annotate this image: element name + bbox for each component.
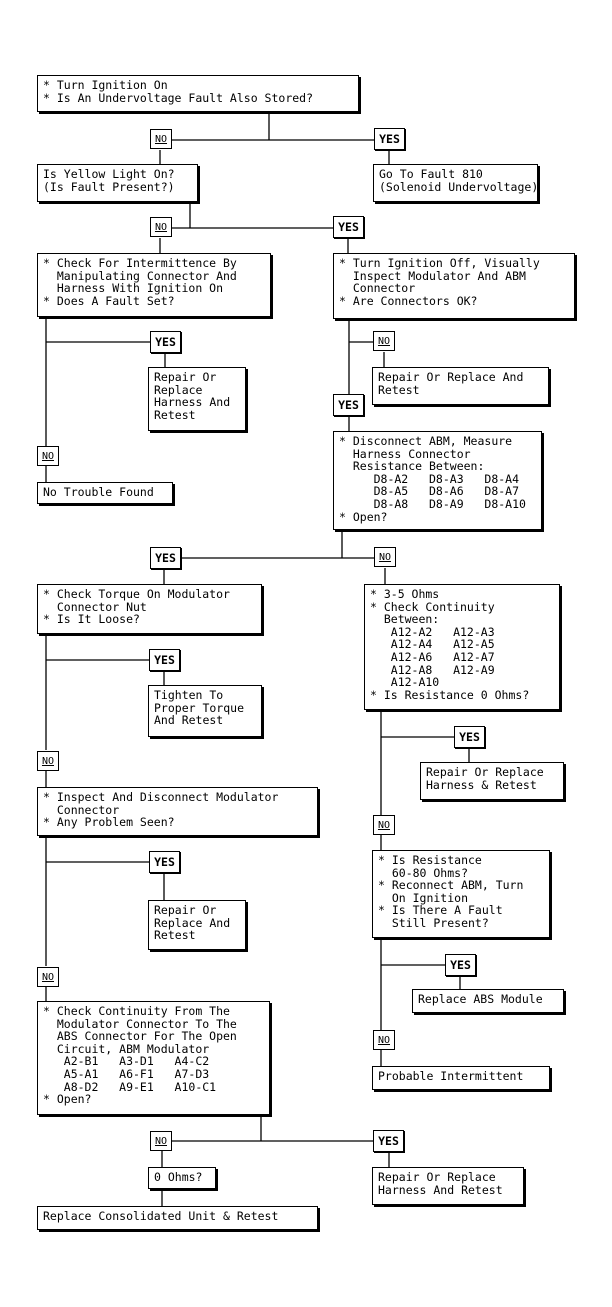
node-repair-harness-1: Repair Or Replace Harness And Retest (148, 367, 246, 431)
node-probable-intermittent: Probable Intermittent (372, 1066, 550, 1090)
node-intermittence-question: * Check For Intermittence By Manipulatin… (37, 253, 271, 317)
yes-label: YES (454, 726, 485, 748)
yes-label: YES (150, 331, 181, 353)
no-label: NO (150, 129, 172, 149)
no-label: NO (373, 815, 395, 835)
node-60-80-ohms-question: * Is Resistance 60-80 Ohms? * Reconnect … (372, 850, 550, 938)
node-repair-retest-1: Repair Or Replace And Retest (372, 367, 549, 405)
yes-label: YES (149, 649, 180, 671)
node-replace-consolidated: Replace Consolidated Unit & Retest (37, 1206, 318, 1230)
yes-label: YES (333, 394, 364, 416)
node-disconnect-abm-question: * Disconnect ABM, Measure Harness Connec… (333, 431, 542, 530)
node-continuity-modulator-question: * Check Continuity From The Modulator Co… (37, 1001, 270, 1115)
node-inspect-modulator-question: * Inspect And Disconnect Modulator Conne… (37, 787, 318, 836)
no-label: NO (37, 446, 59, 466)
yes-label: YES (333, 216, 364, 238)
yes-label: YES (373, 1130, 404, 1152)
no-label: NO (37, 967, 59, 987)
yes-label: YES (445, 954, 476, 976)
node-yellow-light-question: Is Yellow Light On? (Is Fault Present?) (37, 164, 198, 202)
no-label: NO (150, 1131, 172, 1151)
yes-label: YES (150, 547, 181, 569)
yes-label: YES (149, 851, 180, 873)
no-label: NO (373, 331, 395, 351)
node-torque-question: * Check Torque On Modulator Connector Nu… (37, 584, 262, 634)
node-undervoltage-question: * Turn Ignition On * Is An Undervoltage … (37, 75, 359, 112)
node-no-trouble-found: No Trouble Found (37, 482, 173, 504)
node-repair-harness-3: Repair Or Replace Harness And Retest (372, 1167, 524, 1205)
node-3-5-ohms-question: * 3-5 Ohms * Check Continuity Between: A… (364, 584, 560, 710)
node-0-ohms-question: 0 Ohms? (148, 1167, 216, 1189)
no-label: NO (373, 1030, 395, 1050)
no-label: NO (150, 217, 172, 237)
no-label: NO (37, 751, 59, 771)
node-goto-fault-810: Go To Fault 810 (Solenoid Undervoltage) (373, 164, 538, 202)
node-inspect-connectors-question: * Turn Ignition Off, Visually Inspect Mo… (333, 253, 575, 319)
node-repair-retest-2: Repair Or Replace And Retest (148, 900, 246, 950)
node-replace-abs-module: Replace ABS Module (412, 989, 564, 1013)
no-label: NO (374, 547, 396, 567)
node-repair-harness-2: Repair Or Replace Harness & Retest (420, 762, 564, 800)
node-tighten: Tighten To Proper Torque And Retest (148, 685, 262, 737)
yes-label: YES (374, 128, 405, 150)
